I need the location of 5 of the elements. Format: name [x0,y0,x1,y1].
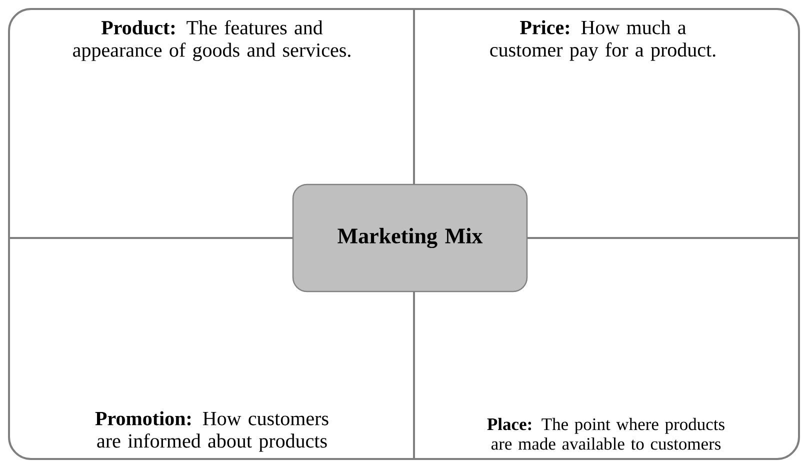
quadrant-text: Product: The features and appearance of goods and services. [73,20,350,61]
center-box: Marketing Mix [292,184,528,292]
quadrant-text: Promotion: How customers are informed about products [95,411,328,452]
quadrant-text: Price: How much a customer pay for a product. [490,20,716,61]
quadrant-text: Place: The point where products are made available to customers [487,418,724,450]
